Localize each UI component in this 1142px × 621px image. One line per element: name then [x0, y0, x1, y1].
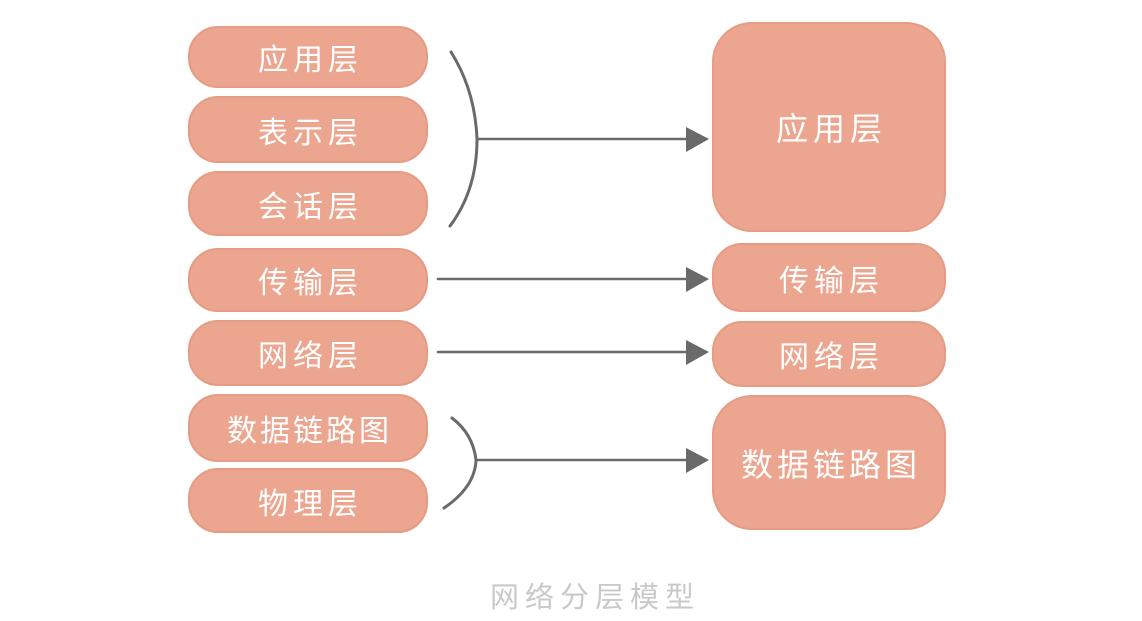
right-layer-box-application: 应用层 — [712, 22, 946, 232]
right-layer-box-transport: 传输层 — [712, 243, 946, 312]
layer-label: 会话层 — [258, 189, 363, 225]
left-layer-box-physical: 物理层 — [188, 468, 428, 533]
left-layer-box-presentation: 表示层 — [188, 96, 428, 163]
left-layer-box-datalink: 数据链路图 — [188, 394, 428, 462]
left-layer-box-application: 应用层 — [188, 26, 428, 88]
layer-label: 表示层 — [258, 115, 363, 151]
arrow-network-head-icon — [686, 340, 709, 365]
layer-label: 应用层 — [775, 110, 887, 148]
brace-bottom — [442, 416, 478, 510]
layer-label: 应用层 — [258, 43, 363, 78]
diagram-caption: 网络分层模型 — [489, 580, 701, 614]
left-layer-box-session: 会话层 — [188, 171, 428, 236]
layer-label: 网络层 — [779, 340, 884, 375]
left-layer-box-transport: 传输层 — [188, 248, 428, 312]
brace-top — [448, 50, 479, 228]
arrow-bottom-head-icon — [686, 448, 709, 473]
layer-label: 数据链路图 — [740, 445, 921, 484]
left-layer-box-network: 网络层 — [188, 320, 428, 386]
arrow-transport-head-icon — [686, 267, 709, 292]
layer-label: 物理层 — [258, 486, 363, 522]
layer-label: 传输层 — [258, 266, 363, 301]
layer-label: 数据链路图 — [227, 414, 392, 449]
layer-label: 传输层 — [779, 263, 884, 299]
arrow-top-head-icon — [686, 127, 709, 152]
layer-label: 网络层 — [258, 339, 363, 374]
right-layer-box-datalink: 数据链路图 — [712, 395, 946, 530]
right-layer-box-network: 网络层 — [712, 321, 946, 387]
